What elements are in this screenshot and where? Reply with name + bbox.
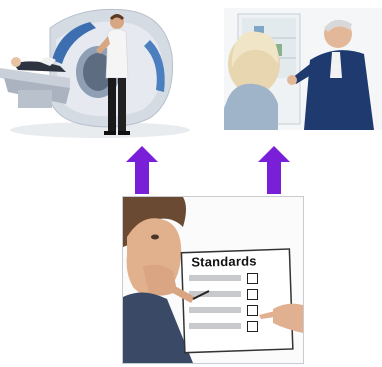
doctor-patient-photo [224, 8, 382, 130]
arrow-up-icon [258, 146, 290, 194]
checkbox-icon [247, 321, 258, 332]
checkbox-icon [247, 289, 258, 300]
standards-checklist-photo [122, 196, 304, 364]
mri-scanner-photo [0, 0, 190, 150]
checklist-rows [189, 275, 241, 329]
standards-title: Standards [191, 253, 257, 270]
arrow-up-icon [126, 146, 158, 194]
checkbox-icon [247, 305, 258, 316]
checkbox-icon [247, 273, 258, 284]
